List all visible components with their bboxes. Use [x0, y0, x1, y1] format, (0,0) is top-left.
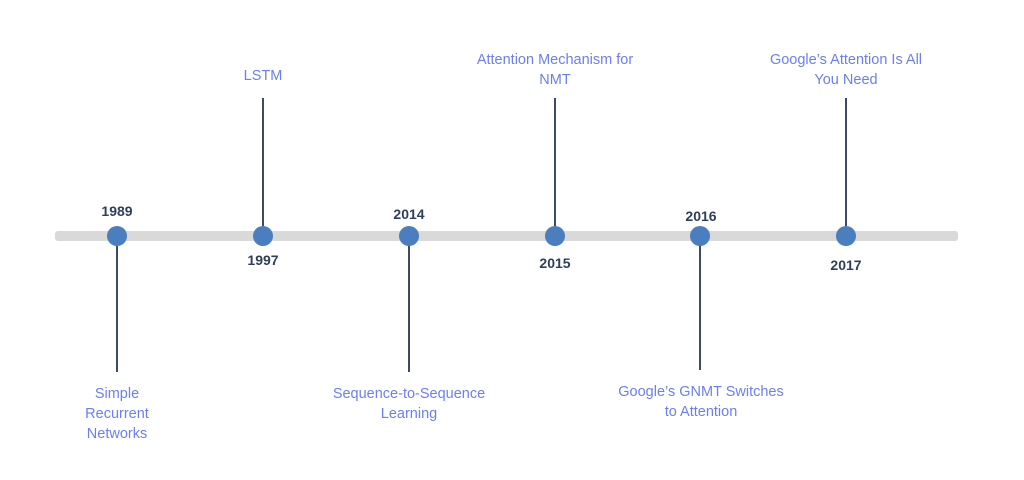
event-label-1989: Simple Recurrent Networks [85, 386, 149, 442]
event-label-1997: LSTM [243, 68, 283, 84]
event-label-2014: Sequence-to-Sequence Learning [332, 386, 486, 422]
stem-2017 [845, 98, 847, 226]
year-2014: 2014 [393, 206, 425, 222]
timeline-bar [55, 231, 958, 241]
year-2015: 2015 [539, 255, 571, 271]
timeline-dot-2017 [836, 226, 856, 246]
year-1997: 1997 [247, 252, 279, 268]
event-label-2015: Attention Mechanism for NMT [476, 52, 634, 88]
stem-2014 [408, 246, 410, 372]
timeline-dot-2014 [399, 226, 419, 246]
stem-1989 [116, 246, 118, 372]
timeline-dot-2016 [690, 226, 710, 246]
timeline-dot-2015 [545, 226, 565, 246]
stem-2016 [699, 246, 701, 370]
stem-2015 [554, 98, 556, 226]
event-label-2016: Google’s GNMT Switches to Attention [618, 384, 784, 420]
timeline-dot-1989 [107, 226, 127, 246]
year-2017: 2017 [830, 257, 862, 273]
timeline-dot-1997 [253, 226, 273, 246]
year-2016: 2016 [685, 208, 717, 224]
year-1989: 1989 [101, 203, 133, 219]
stem-1997 [262, 98, 264, 226]
event-label-2017: Google’s Attention Is All You Need [769, 52, 923, 88]
